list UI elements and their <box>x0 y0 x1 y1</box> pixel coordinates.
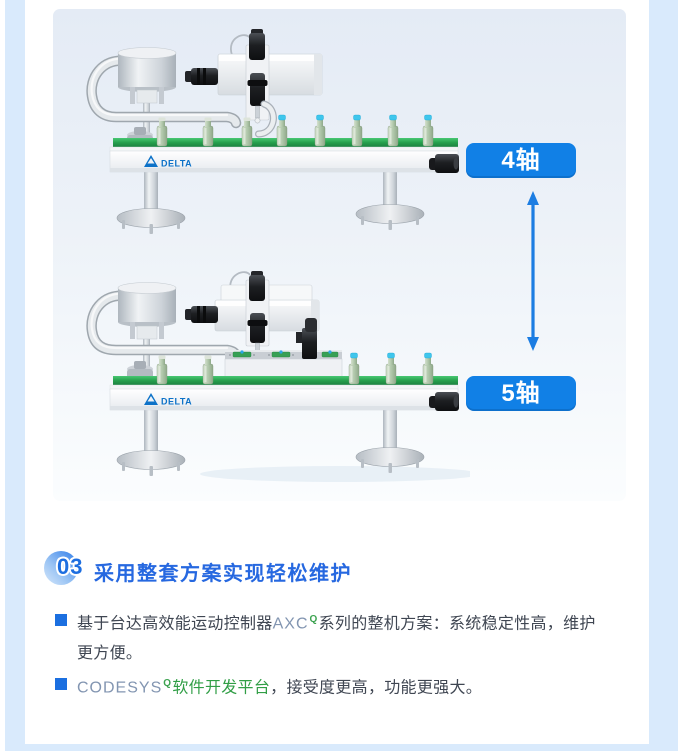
conveyor-belt <box>113 376 458 385</box>
machine-leg <box>383 410 397 456</box>
bullet-list: 基于台达高效能运动控制器AXCQ系列的整机方案：系统稳定性高，维护更方便。 CO… <box>55 605 611 704</box>
bullet-item-codesys: CODESYSQ软件开发平台，接受度更高，功能更强大。 <box>55 669 611 703</box>
delta-logo-text: DELTA <box>161 159 192 169</box>
bullet-square-icon <box>55 678 67 691</box>
bottles-row <box>156 114 434 147</box>
machine-4axis-illustration: DELTA <box>86 29 459 234</box>
bullet-text: CODESYSQ软件开发平台，接受度更高，功能更强大。 <box>77 678 483 697</box>
section-heading: 03 采用整套方案实现轻松维护 <box>44 551 604 591</box>
machine-leg <box>144 410 158 458</box>
bullet-square-icon <box>55 614 67 626</box>
machine-leg <box>383 168 397 212</box>
axis-label-4axis: 4轴 <box>466 143 576 178</box>
conveyor-end-motor <box>435 154 459 173</box>
dispenser-head <box>250 313 265 343</box>
bullet-item-axc: 基于台达高效能运动控制器AXCQ系列的整机方案：系统稳定性高，维护更方便。 <box>55 605 611 669</box>
cable <box>229 34 251 56</box>
conveyor-end-motor <box>435 392 459 411</box>
content-column: DELTA <box>25 0 649 744</box>
product-name-axc: AXC <box>272 615 309 633</box>
machine-showcase-card: DELTA <box>53 9 626 501</box>
vertical-actuator <box>302 328 317 359</box>
product-name-codesys: CODESYS <box>77 679 163 697</box>
highlight-text: 软件开发平台 <box>172 679 271 697</box>
delta-logo: DELTA <box>144 393 192 407</box>
bullet-text: 基于台达高效能运动控制器AXCQ系列的整机方案：系统稳定性高，维护更方便。 <box>77 614 596 663</box>
superscript-q: Q <box>309 614 318 625</box>
bottles-row <box>156 352 434 385</box>
section-title: 采用整套方案实现轻松维护 <box>94 563 352 585</box>
work-platform <box>224 318 343 390</box>
delta-logo-text: DELTA <box>161 397 192 407</box>
section-number: 03 <box>57 554 84 579</box>
double-arrow-icon <box>527 191 539 351</box>
machine-5axis-illustration: DELTA <box>86 271 470 482</box>
axis-label-5axis: 5轴 <box>466 376 576 411</box>
superscript-q: Q <box>163 678 172 690</box>
delta-logo: DELTA <box>144 155 192 169</box>
section-number-circle <box>44 551 78 585</box>
machine-leg <box>144 168 158 216</box>
